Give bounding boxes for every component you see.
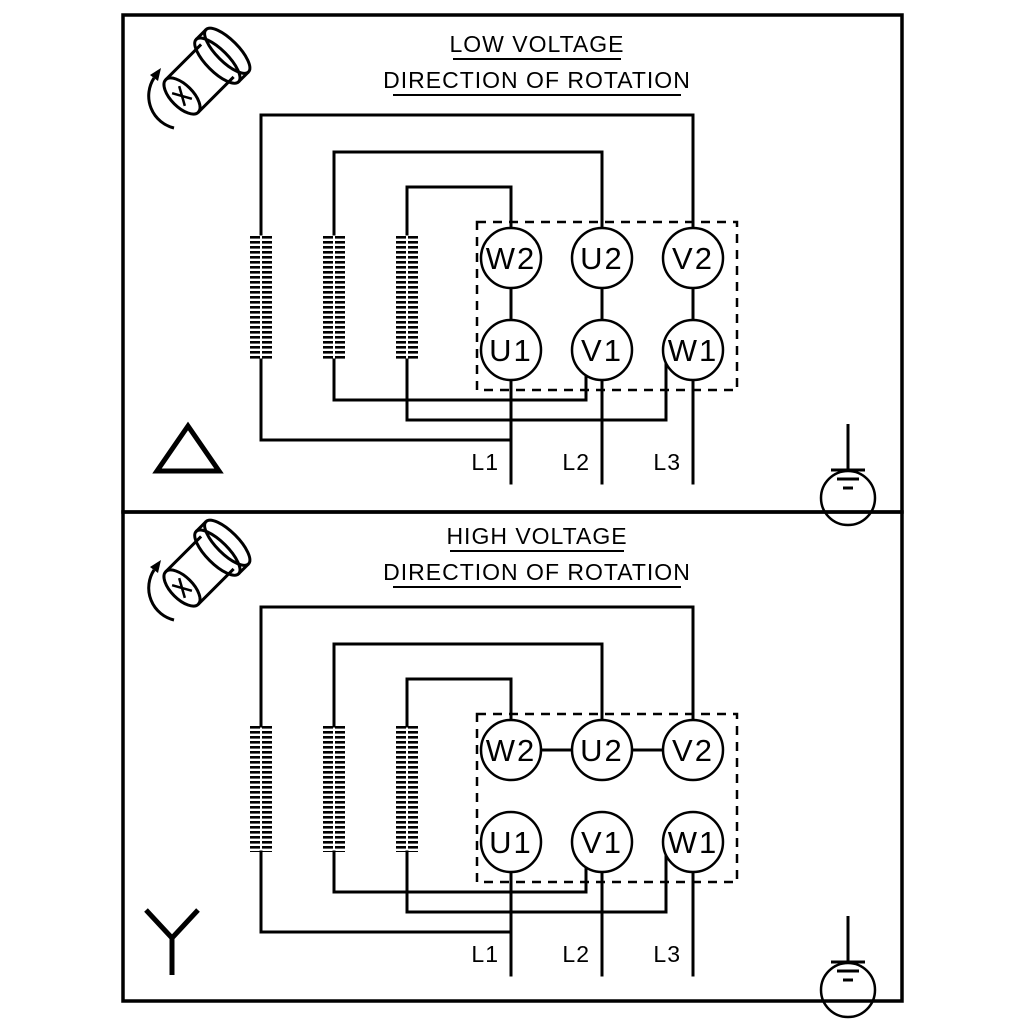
supply-label-L2: L2 (562, 449, 590, 475)
terminal-W1 (661, 318, 725, 382)
terminal-block-high: W2 U2 V2 U1 V1 W1 (475, 712, 739, 884)
terminal-U1 (479, 318, 543, 382)
terminal-label: U1 (489, 333, 533, 368)
terminal-label: U1 (489, 825, 533, 860)
terminal-V1 (570, 810, 634, 874)
wire-coil1-to-L1 (259, 358, 513, 442)
terminal-label: W1 (668, 333, 719, 368)
wire-coil2-to-U2 (332, 642, 604, 744)
high-voltage-panel: HIGH VOLTAGE DIRECTION OF ROTATION (121, 510, 904, 1019)
terminal-label: W2 (486, 241, 537, 276)
panel-title-low: LOW VOLTAGE (449, 31, 624, 57)
terminal-V1 (570, 318, 634, 382)
terminal-label: W1 (668, 825, 719, 860)
wire-coil3-to-W1 (405, 350, 668, 422)
low-voltage-panel: LOW VOLTAGE DIRECTION OF ROTATION (121, 13, 904, 527)
wire-coil1-to-L1 (259, 850, 513, 934)
rotation-direction-icon (147, 20, 258, 130)
terminal-W2 (479, 226, 543, 290)
terminal-W2 (479, 718, 543, 782)
terminal-W1 (661, 810, 725, 874)
supply-label-L3: L3 (653, 941, 681, 967)
terminal-label: U2 (580, 241, 624, 276)
panel-title-high: HIGH VOLTAGE (446, 523, 627, 549)
panel-subtitle-high: DIRECTION OF ROTATION (383, 559, 691, 585)
terminal-label: U2 (580, 733, 624, 768)
terminal-label: W2 (486, 733, 537, 768)
panel-border-high (121, 510, 904, 1003)
wire-coil2-to-V1 (332, 850, 588, 894)
terminal-label: V2 (672, 733, 714, 768)
wire-coil3-to-W1 (405, 842, 668, 914)
supply-label-L3: L3 (653, 449, 681, 475)
terminal-label: V1 (581, 333, 623, 368)
terminal-U2 (570, 226, 634, 290)
wire-coil3-to-W2 (405, 677, 513, 744)
motor-winding-coils-high (250, 726, 418, 852)
terminal-V2 (661, 718, 725, 782)
terminal-label: V2 (672, 241, 714, 276)
terminal-block-outline (475, 220, 739, 392)
supply-label-L1: L1 (471, 449, 499, 475)
earth-ground-icon (819, 422, 877, 527)
wire-coil1-to-V2 (259, 113, 695, 252)
wiring-high (259, 605, 695, 977)
wire-coil1-to-V2 (259, 605, 695, 744)
wire-coil2-to-U2 (332, 150, 604, 252)
rotation-direction-icon (147, 512, 258, 622)
terminal-label: V1 (581, 825, 623, 860)
terminal-V2 (661, 226, 725, 290)
delta-connection-icon (152, 421, 224, 474)
terminal-block-outline (475, 712, 739, 884)
wire-coil2-to-V1 (332, 358, 588, 402)
star-connection-icon (144, 908, 200, 975)
motor-winding-coils-low (250, 234, 418, 360)
panel-subtitle-low: DIRECTION OF ROTATION (383, 67, 691, 93)
supply-label-L1: L1 (471, 941, 499, 967)
supply-label-L2: L2 (562, 941, 590, 967)
terminal-U2 (570, 718, 634, 782)
terminal-U1 (479, 810, 543, 874)
terminal-block-low: W2 U2 V2 U1 V1 W1 (475, 220, 739, 392)
wire-coil3-to-W2 (405, 185, 513, 252)
